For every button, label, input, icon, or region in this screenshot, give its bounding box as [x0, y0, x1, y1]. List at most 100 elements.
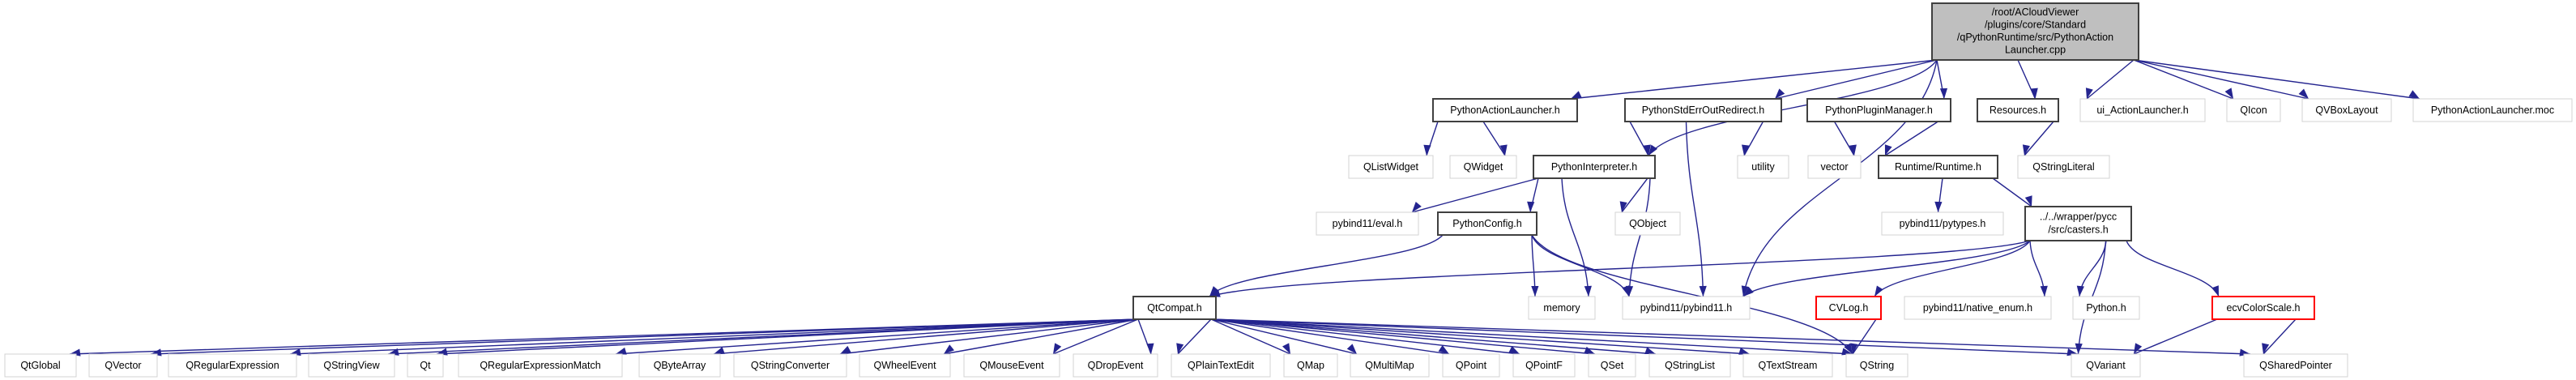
graph-node-qvariant[interactable]: QVariant [2071, 353, 2141, 378]
graph-node-qvector[interactable]: QVector [88, 353, 158, 378]
graph-node-ui-actionlauncher-h[interactable]: ui_ActionLauncher.h [2079, 98, 2206, 122]
node-box[interactable] [88, 353, 158, 378]
graph-node-qstringconverter[interactable]: QStringConverter [733, 353, 847, 378]
graph-node-ecvcolorscale-h[interactable]: ecvColorScale.h [2211, 296, 2315, 320]
graph-node-qvboxlayout[interactable]: QVBoxLayout [2301, 98, 2392, 122]
graph-node-memory[interactable]: memory [1528, 296, 1596, 320]
node-box[interactable] [1512, 353, 1576, 378]
node-box[interactable] [2079, 98, 2206, 122]
graph-node-qregularexpression[interactable]: QRegularExpression [168, 353, 297, 378]
node-box[interactable] [1624, 98, 1782, 122]
graph-node-pybind11-eval-h[interactable]: pybind11/eval.h [1316, 211, 1419, 236]
graph-node-qstringview[interactable]: QStringView [308, 353, 395, 378]
node-box[interactable] [1437, 211, 1537, 236]
node-box[interactable] [2301, 98, 2392, 122]
node-box[interactable] [407, 353, 444, 378]
graph-node-pybind11-native-enum-h[interactable]: pybind11/native_enum.h [1904, 296, 2052, 320]
node-box[interactable] [638, 353, 721, 378]
graph-node-cvlog-h[interactable]: CVLog.h [1815, 296, 1882, 320]
graph-node-qmultimap[interactable]: QMultiMap [1350, 353, 1430, 378]
node-box[interactable] [963, 353, 1060, 378]
graph-node-qdropevent[interactable]: QDropEvent [1073, 353, 1158, 378]
node-box[interactable] [1348, 155, 1434, 179]
graph-node-vector[interactable]: vector [1807, 155, 1862, 179]
graph-node-qplaintextedit[interactable]: QPlainTextEdit [1171, 353, 1271, 378]
node-box[interactable] [2017, 155, 2110, 179]
node-box[interactable] [1588, 353, 1636, 378]
node-box[interactable] [2024, 206, 2132, 241]
graph-node-pythonconfig-h[interactable]: PythonConfig.h [1437, 211, 1537, 236]
graph-node-qstringlist[interactable]: QStringList [1648, 353, 1731, 378]
node-box[interactable] [1622, 296, 1751, 320]
node-box[interactable] [1432, 98, 1578, 122]
node-box[interactable] [1442, 353, 1500, 378]
graph-node-qtcompat-h[interactable]: QtCompat.h [1132, 296, 1217, 320]
graph-node-qmouseevent[interactable]: QMouseEvent [963, 353, 1060, 378]
node-box[interactable] [1845, 353, 1909, 378]
node-box[interactable] [1533, 155, 1656, 179]
node-box[interactable] [1449, 155, 1517, 179]
graph-node-qbytearray[interactable]: QByteArray [638, 353, 721, 378]
graph-node-qregularexpressionmatch[interactable]: QRegularExpressionMatch [458, 353, 623, 378]
node-box[interactable] [1648, 353, 1731, 378]
graph-node-qpointf[interactable]: QPointF [1512, 353, 1576, 378]
graph-node-qsharedpointer[interactable]: QSharedPointer [2243, 353, 2348, 378]
node-box[interactable] [308, 353, 395, 378]
node-box[interactable] [1977, 98, 2059, 122]
graph-node-qstring[interactable]: QString [1845, 353, 1909, 378]
node-box[interactable] [2072, 296, 2140, 320]
graph-node-casters-h[interactable]: ../../wrapper/pycc/src/casters.h [2024, 206, 2132, 241]
graph-node-pythonstderroutredirect-h[interactable]: PythonStdErrOutRedirect.h [1624, 98, 1782, 122]
graph-node-utility[interactable]: utility [1737, 155, 1789, 179]
node-box[interactable] [1283, 353, 1338, 378]
graph-node-qobject[interactable]: QObject [1614, 211, 1681, 236]
node-box[interactable] [1316, 211, 1419, 236]
graph-node-qmap[interactable]: QMap [1283, 353, 1338, 378]
node-box[interactable] [1737, 155, 1789, 179]
node-box[interactable] [2211, 296, 2315, 320]
node-box[interactable] [1807, 155, 1862, 179]
node-box[interactable] [1073, 353, 1158, 378]
node-box[interactable] [1528, 296, 1596, 320]
node-box[interactable] [2412, 98, 2573, 122]
node-box[interactable] [859, 353, 951, 378]
node-box[interactable] [733, 353, 847, 378]
graph-node-runtime-runtime-h[interactable]: Runtime/Runtime.h [1878, 155, 1998, 179]
graph-node-qwidget[interactable]: QWidget [1449, 155, 1517, 179]
node-box[interactable] [4, 353, 77, 378]
graph-node-qtextstream[interactable]: QTextStream [1742, 353, 1833, 378]
node-box[interactable] [1171, 353, 1271, 378]
node-box[interactable] [1878, 155, 1998, 179]
node-box[interactable] [2226, 98, 2281, 122]
node-box[interactable] [1881, 211, 2004, 236]
node-box[interactable] [1931, 2, 2139, 61]
graph-node-pybind11-pytypes-h[interactable]: pybind11/pytypes.h [1881, 211, 2004, 236]
node-box[interactable] [1742, 353, 1833, 378]
node-box[interactable] [1815, 296, 1882, 320]
node-box[interactable] [1350, 353, 1430, 378]
node-box[interactable] [168, 353, 297, 378]
graph-node-qstringliteral[interactable]: QStringLiteral [2017, 155, 2110, 179]
graph-node-pybind11-pybind11-h[interactable]: pybind11/pybind11.h [1622, 296, 1751, 320]
graph-node-qt[interactable]: Qt [407, 353, 444, 378]
graph-node-python-h[interactable]: Python.h [2072, 296, 2140, 320]
graph-node-qpoint[interactable]: QPoint [1442, 353, 1500, 378]
graph-node-qtglobal[interactable]: QtGlobal [4, 353, 77, 378]
graph-node-qset[interactable]: QSet [1588, 353, 1636, 378]
node-box[interactable] [1806, 98, 1951, 122]
node-box[interactable] [1614, 211, 1681, 236]
node-box[interactable] [2071, 353, 2141, 378]
graph-node-qwheelevent[interactable]: QWheelEvent [859, 353, 951, 378]
graph-node-qlistwidget[interactable]: QListWidget [1348, 155, 1434, 179]
node-box[interactable] [1132, 296, 1217, 320]
graph-node-pythonpluginmanager-h[interactable]: PythonPluginManager.h [1806, 98, 1951, 122]
node-box[interactable] [2243, 353, 2348, 378]
graph-node-root[interactable]: /root/ACloudViewer/plugins/core/Standard… [1931, 2, 2139, 61]
node-box[interactable] [1904, 296, 2052, 320]
graph-node-pythonactionlauncher-h[interactable]: PythonActionLauncher.h [1432, 98, 1578, 122]
graph-node-resources-h[interactable]: Resources.h [1977, 98, 2059, 122]
graph-node-qicon[interactable]: QIcon [2226, 98, 2281, 122]
graph-node-pythonactionlauncher-moc[interactable]: PythonActionLauncher.moc [2412, 98, 2573, 122]
node-box[interactable] [458, 353, 623, 378]
graph-node-pythoninterpreter-h[interactable]: PythonInterpreter.h [1533, 155, 1656, 179]
